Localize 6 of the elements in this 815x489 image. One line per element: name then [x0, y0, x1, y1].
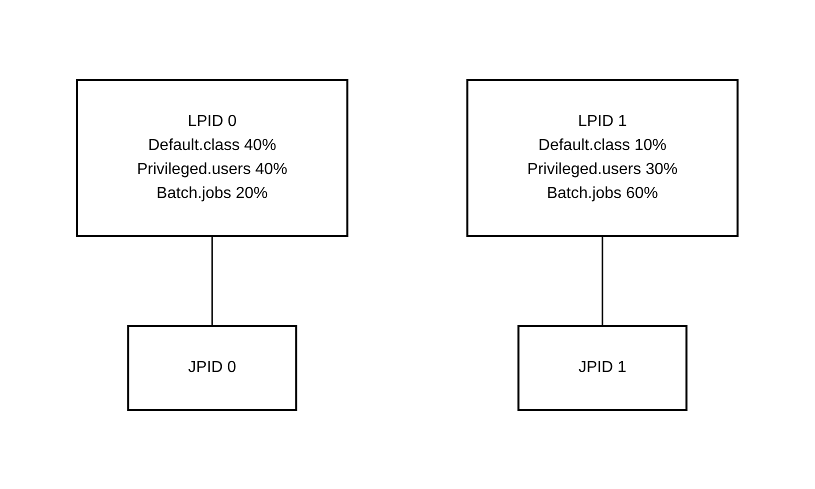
- node-box: LPID 0 Default.class 40% Privileged.users 40% Batch.jobs 20%: [76, 78, 348, 236]
- node-box: JPID 1: [518, 324, 688, 410]
- connector: [602, 236, 604, 326]
- connector: [212, 236, 214, 326]
- node-box: LPID 1 Default.class 10% Privileged.users 30% Batch.jobs 60%: [466, 78, 739, 236]
- node-box: JPID 0: [127, 324, 298, 410]
